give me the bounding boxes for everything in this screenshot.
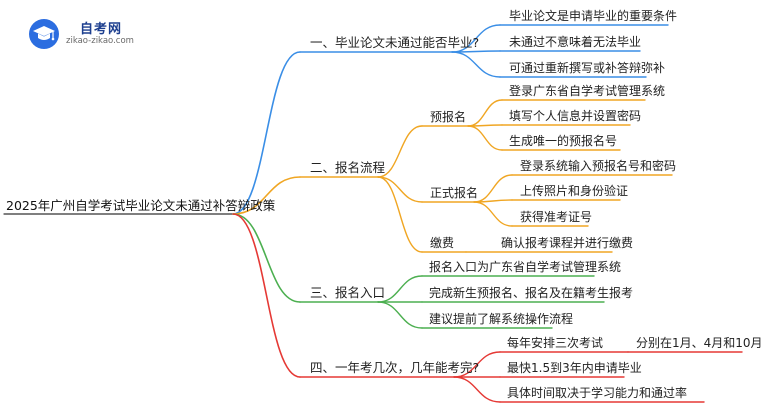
connector-b2-s2-leaf-3 — [473, 201, 513, 227]
site-logo: 自考网 zikao-zikao.com — [28, 16, 168, 52]
branch-2-sub-3: 缴费 — [430, 236, 455, 250]
branch-2-sub-2-item-3: 获得准考证号 — [520, 210, 593, 224]
connector-b2-s2-leaf-1 — [473, 174, 513, 203]
connector-root-branch-1 — [232, 51, 301, 215]
branch-2-sub-2-item-1: 登录系统输入预报名号和密码 — [520, 159, 677, 173]
branch-2-topic: 二、报名流程 — [310, 160, 386, 175]
branch-2-sub-1-item-3: 生成唯一的预报名号 — [509, 134, 618, 148]
connector-root-branch-4 — [232, 213, 301, 378]
branch-2-sub-2-item-2: 上传照片和身份验证 — [520, 184, 629, 198]
branch-1-item-1: 毕业论文是申请毕业的重要条件 — [509, 9, 678, 23]
branch-4-item-2: 最快1.5到3年内申请毕业 — [507, 361, 642, 375]
branch-4-item-1-detail: 分别在1月、4月和10月 — [636, 336, 763, 350]
branch-4-item-1: 每年安排三次考试 — [507, 336, 604, 350]
branch-4-topic: 四、一年考几次，几年能考完? — [310, 360, 480, 375]
connector-root-branch-3 — [232, 213, 301, 303]
connector-root-branch-2 — [232, 176, 301, 215]
logo-url: zikao-zikao.com — [66, 36, 134, 46]
connector-b1-leaf-1 — [451, 24, 501, 53]
root-topic: 2025年广州自学考试毕业论文未通过补答辩政策 — [6, 198, 276, 213]
branch-3-item-3: 建议提前了解系统操作流程 — [429, 312, 574, 326]
branch-4-item-3: 具体时间取决于学习能力和通过率 — [507, 386, 688, 400]
branch-3-topic: 三、报名入口 — [310, 285, 386, 300]
graduation-cap-icon — [29, 19, 59, 49]
connector-b2-sub-1 — [377, 125, 423, 178]
logo-title: 自考网 — [80, 22, 123, 37]
connector-b3-leaf-3 — [377, 301, 423, 329]
branch-3-item-1: 报名入口为广东省自学考试管理系统 — [429, 260, 622, 274]
branch-1-item-2: 未通过不意味着无法毕业 — [509, 35, 642, 49]
connector-b2-s1-leaf-3 — [467, 125, 503, 151]
branch-2-sub-3-item-1: 确认报考课程并进行缴费 — [501, 236, 634, 250]
branch-2-sub-1-item-2: 填写个人信息并设置密码 — [509, 109, 642, 123]
connector-b2-sub-3 — [377, 176, 423, 253]
branch-3-item-2: 完成新生预报名、报名及在籍考生报考 — [429, 286, 634, 300]
connector-b4-leaf-3 — [453, 376, 501, 403]
branch-2-sub-1: 预报名 — [430, 110, 467, 124]
connector-b2-s1-leaf-1 — [467, 99, 503, 127]
connector-b4-leaf-1 — [453, 351, 501, 378]
branch-2-sub-2: 正式报名 — [430, 186, 479, 200]
connector-b3-leaf-1 — [377, 275, 423, 303]
branch-1-topic: 一、毕业论文未通过能否毕业? — [310, 35, 480, 50]
branch-1-item-3: 可通过重新撰写或补答辩弥补 — [509, 61, 666, 75]
connector-b1-leaf-3 — [451, 51, 501, 78]
branch-2-sub-1-item-1: 登录广东省自学考试管理系统 — [509, 84, 666, 98]
connector-b2-sub-2 — [377, 176, 423, 203]
